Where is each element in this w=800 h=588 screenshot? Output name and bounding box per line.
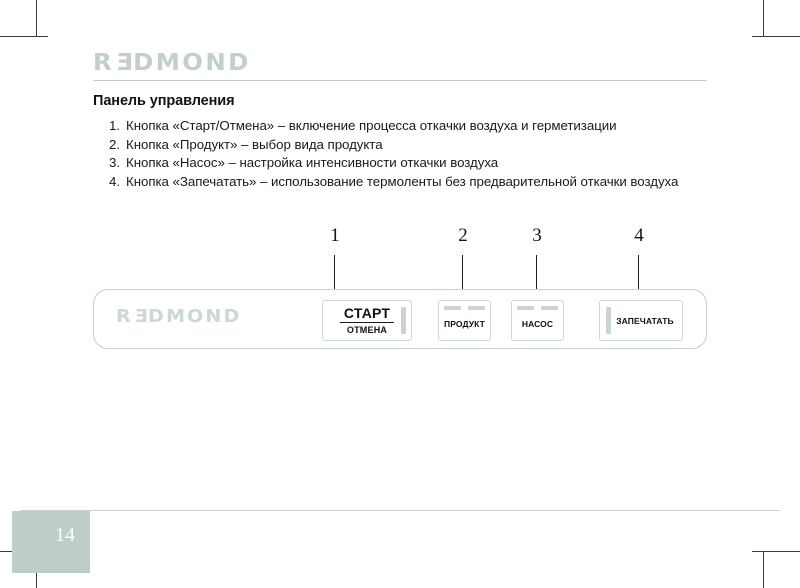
brand-logo: REDMOND	[93, 50, 251, 76]
page-number: 14	[55, 524, 75, 546]
brand-logo-pre: R	[93, 50, 115, 76]
product-indicator-bar-left	[444, 306, 461, 310]
start-button-indicator-bar	[401, 307, 406, 334]
footer-divider	[20, 510, 780, 511]
list-item: 2. Кнопка «Продукт» – выбор вида продукт…	[93, 137, 713, 156]
seal-button-label: ЗАПЕЧАТАТЬ	[616, 315, 674, 326]
list-item-label: Кнопка «Запечатать» – использование терм…	[126, 173, 679, 189]
product-indicator-bar-right	[468, 306, 485, 310]
brand-logo-reversed-e: E	[114, 50, 134, 76]
callout-number-1: 1	[330, 225, 340, 246]
start-button-divider	[340, 321, 394, 324]
list-item-label: Кнопка «Насос» – настройка интенсивности…	[126, 155, 499, 171]
pump-button-label: НАСОС	[521, 318, 554, 329]
pump-button-indicator-bars	[512, 306, 563, 310]
callout-leader-line-4	[638, 255, 640, 302]
header-divider	[93, 80, 707, 81]
list-item-number: 2.	[109, 136, 120, 152]
pump-button[interactable]: НАСОС	[511, 300, 564, 341]
panel-brand-logo-reversed-e: E	[132, 306, 148, 327]
crop-mark-top-right-vertical	[763, 0, 764, 36]
seal-button-indicator-bar	[606, 307, 611, 334]
list-item-number: 1.	[109, 118, 120, 133]
brand-logo-post: DMOND	[133, 50, 251, 76]
crop-mark-top-left-horizontal	[0, 36, 48, 37]
list-item: 4. Кнопка «Запечатать» – использование т…	[93, 174, 713, 193]
seal-button[interactable]: ЗАПЕЧАТАТЬ	[599, 300, 683, 341]
callout-number-2: 2	[458, 225, 468, 246]
product-button-indicator-bars	[439, 306, 490, 310]
control-panel-illustration: REDMOND СТАРТ ОТМЕНА ПРОДУКТ НАСОС ЗАПЕЧ…	[93, 289, 707, 349]
start-cancel-button[interactable]: СТАРТ ОТМЕНА	[322, 300, 412, 341]
product-button[interactable]: ПРОДУКТ	[438, 300, 491, 341]
list-item: 1. Кнопка «Старт/Отмена» – включение про…	[93, 118, 713, 137]
list-item-label: Кнопка «Продукт» – выбор вида продукта	[126, 136, 383, 152]
crop-mark-bottom-right-horizontal	[752, 551, 800, 552]
instruction-list: 1. Кнопка «Старт/Отмена» – включение про…	[93, 118, 713, 192]
callout-number-4: 4	[634, 225, 644, 246]
list-item-number: 3.	[109, 155, 120, 171]
callout-number-3: 3	[532, 225, 542, 246]
callout-leader-line-3	[536, 255, 538, 302]
list-item-number: 4.	[109, 173, 120, 189]
list-item-label: Кнопка «Старт/Отмена» – включение процес…	[126, 118, 617, 133]
crop-mark-top-left-vertical	[36, 0, 37, 36]
panel-brand-logo: REDMOND	[116, 306, 241, 327]
callout-leader-line-2	[462, 255, 464, 302]
page-number-block	[12, 511, 90, 573]
start-button-label: СТАРТ	[343, 304, 391, 321]
list-item: 3. Кнопка «Насос» – настройка интенсивно…	[93, 155, 713, 174]
product-button-label: ПРОДУКТ	[444, 318, 485, 329]
pump-indicator-bar-right	[541, 306, 558, 310]
crop-mark-top-right-horizontal	[752, 36, 800, 37]
crop-mark-bottom-right-vertical	[763, 552, 764, 588]
callout-leader-line-1	[334, 255, 336, 301]
panel-brand-logo-post: DMOND	[147, 306, 242, 327]
page-title: Панель управления	[93, 93, 235, 109]
pump-indicator-bar-left	[517, 306, 534, 310]
panel-brand-logo-pre: R	[116, 306, 133, 327]
cancel-button-label: ОТМЕНА	[346, 325, 388, 336]
